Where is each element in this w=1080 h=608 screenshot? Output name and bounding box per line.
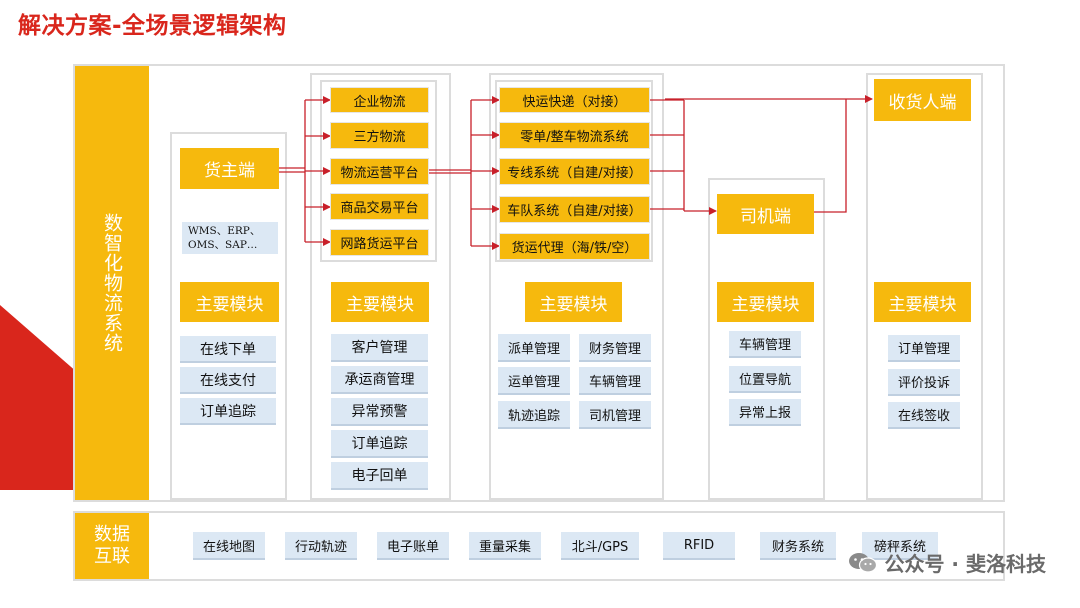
platform-channel: 企业物流	[330, 87, 429, 113]
driver-title: 司机端	[740, 206, 791, 227]
driver-module-item: 车辆管理	[729, 331, 801, 358]
receiver-module-label: 主要模块	[888, 294, 957, 315]
carrier-module-item: 轨迹追踪	[498, 401, 570, 429]
data-item: 北斗/GPS	[561, 532, 639, 560]
carrier-channel: 车队系统（自建/对接）	[499, 196, 650, 223]
platform-module-item: 电子回单	[331, 462, 428, 490]
carrier-channel: 快运快递（对接）	[499, 87, 650, 113]
carrier-module-item: 司机管理	[579, 401, 651, 429]
carrier-channel: 专线系统（自建/对接）	[499, 158, 650, 185]
carrier-module-item: 财务管理	[579, 334, 651, 362]
data-bar-label-line1: 数据	[94, 524, 130, 545]
platform-module-item: 异常预警	[331, 398, 428, 426]
platform-channel: 商品交易平台	[330, 193, 429, 220]
receiver-module-header: 主要模块	[874, 282, 971, 322]
shipper-systems-box: WMS、ERP、 OMS、SAP…	[182, 222, 278, 254]
carrier-module-header: 主要模块	[525, 282, 622, 322]
shipper-title-box: 货主端	[180, 148, 279, 189]
carrier-channel: 货运代理（海/铁/空）	[499, 233, 650, 260]
driver-module-item: 异常上报	[729, 399, 801, 426]
data-item: 行动轨迹	[285, 532, 357, 560]
platform-module-label: 主要模块	[346, 294, 414, 315]
driver-module-label: 主要模块	[731, 294, 800, 315]
carrier-module-item: 运单管理	[498, 367, 570, 395]
shipper-title: 货主端	[204, 161, 255, 181]
platform-channel: 三方物流	[330, 122, 429, 149]
platform-module-item: 订单追踪	[331, 430, 428, 458]
wechat-icon	[848, 551, 878, 575]
receiver-module-item: 评价投诉	[888, 369, 960, 396]
watermark-text: 公众号 · 斐洛科技	[884, 552, 1046, 576]
carrier-module-item: 车辆管理	[579, 367, 651, 395]
data-bar-label-box: 数据 互联	[75, 513, 149, 579]
receiver-title-box: 收货人端	[874, 79, 971, 121]
carrier-channel: 零单/整车物流系统	[499, 122, 650, 149]
carrier-module-label: 主要模块	[539, 294, 608, 315]
data-item: RFID	[663, 532, 735, 560]
page-title: 解决方案-全场景逻辑架构	[18, 13, 287, 39]
shipper-module-header: 主要模块	[180, 282, 279, 322]
data-bar-label-line2: 互联	[94, 546, 130, 567]
shipper-systems-line1: WMS、ERP、	[188, 225, 261, 237]
shipper-module-item: 在线下单	[180, 336, 276, 363]
shipper-module-label: 主要模块	[195, 294, 264, 315]
driver-module-item: 位置导航	[729, 366, 801, 393]
data-item: 财务系统	[760, 532, 836, 560]
receiver-module-item: 订单管理	[888, 335, 960, 362]
driver-title-box: 司机端	[717, 194, 814, 234]
carrier-module-item: 派单管理	[498, 334, 570, 362]
data-item: 重量采集	[469, 532, 541, 560]
sidebar-label-box: 数智化物流系统	[75, 66, 149, 500]
data-item: 在线地图	[193, 532, 265, 560]
receiver-title: 收货人端	[888, 92, 957, 113]
platform-module-item: 客户管理	[331, 334, 428, 362]
platform-module-item: 承运商管理	[331, 366, 428, 394]
data-item: 电子账单	[377, 532, 449, 560]
data-item: 磅秤系统	[862, 532, 938, 560]
platform-channel: 物流运营平台	[330, 158, 429, 185]
driver-module-header: 主要模块	[717, 282, 814, 322]
sidebar-label: 数智化物流系统	[101, 213, 123, 353]
shipper-module-item: 在线支付	[180, 367, 276, 394]
shipper-module-item: 订单追踪	[180, 398, 276, 425]
shipper-systems-line2: OMS、SAP…	[188, 239, 258, 251]
receiver-module-item: 在线签收	[888, 402, 960, 429]
platform-module-header: 主要模块	[331, 282, 429, 322]
watermark: 公众号 · 斐洛科技	[848, 548, 1046, 577]
platform-channel: 网路货运平台	[330, 229, 429, 256]
